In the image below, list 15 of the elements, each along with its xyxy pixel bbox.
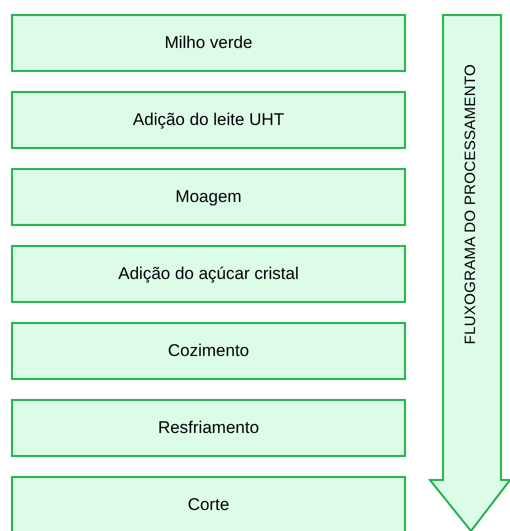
process-step-box (11, 245, 406, 303)
process-step-box (11, 322, 406, 380)
process-step-box (11, 399, 406, 457)
process-step-box (11, 168, 406, 226)
step-label: Moagem (175, 187, 242, 207)
process-step-box (11, 476, 406, 531)
flow-heading: FLUXOGRAMA DO PROCESSAMENTO (462, 64, 478, 344)
process-step-box (11, 91, 406, 149)
process-step-box (11, 14, 406, 72)
step-label: Adição do açúcar cristal (118, 264, 299, 284)
step-label: Corte (188, 495, 230, 515)
step-label: Resfriamento (158, 418, 260, 438)
step-label: Cozimento (168, 341, 250, 361)
step-label: Milho verde (164, 33, 252, 53)
step-label: Adição do leite UHT (132, 110, 284, 130)
